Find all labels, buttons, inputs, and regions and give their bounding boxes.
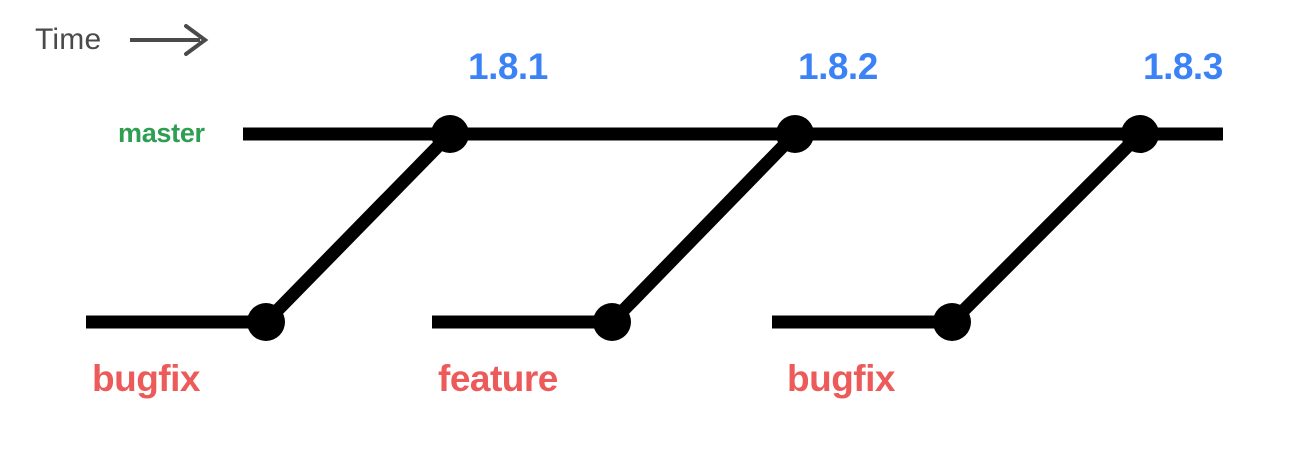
master-commit-node[interactable] [431, 115, 469, 153]
master-branch-label: master [118, 118, 205, 148]
topic-branch-label: bugfix [787, 358, 895, 399]
time-arrow-icon [130, 24, 209, 56]
branch-commit-node[interactable] [247, 303, 285, 341]
master-commit-node[interactable] [776, 115, 814, 153]
master-commit-node[interactable] [1121, 115, 1159, 153]
topic-branch-label: bugfix [92, 358, 200, 399]
release-tag-label: 1.8.1 [468, 46, 548, 87]
branch-commit-node[interactable] [593, 303, 631, 341]
merge-connector-line [947, 129, 1145, 327]
merge-connector-line [261, 129, 455, 327]
release-tag-label: 1.8.3 [1143, 46, 1223, 87]
merge-connector-line [607, 129, 800, 327]
time-axis-label: Time [35, 23, 102, 56]
branch-commit-node[interactable] [933, 303, 971, 341]
topic-branch-label: feature [438, 358, 558, 399]
release-tag-label: 1.8.2 [798, 46, 878, 87]
